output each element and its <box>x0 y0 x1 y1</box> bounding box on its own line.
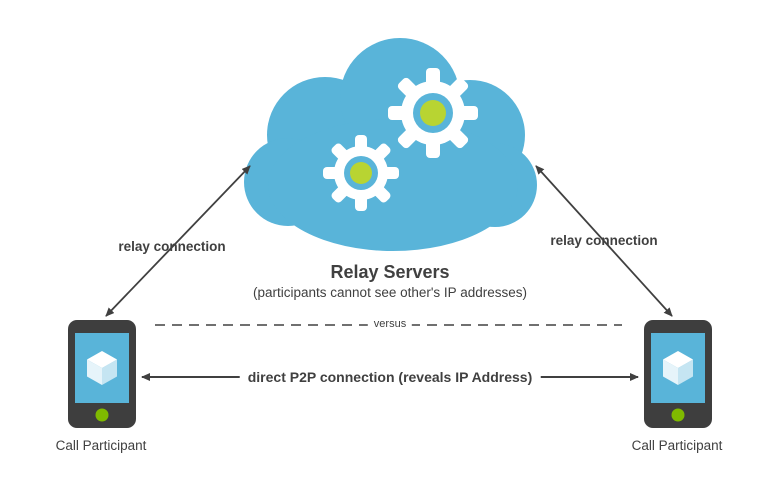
cube-icon <box>87 351 117 385</box>
relay-arrow-left <box>105 165 251 317</box>
relay-servers-subtitle: (participants cannot see other's IP addr… <box>253 285 527 300</box>
call-participant-label-right: Call Participant <box>631 438 723 453</box>
relay-arrow-right <box>535 165 673 317</box>
gear-icon <box>388 68 478 158</box>
relay-connection-label-right: relay connection <box>550 233 658 248</box>
p2p-connection-label: direct P2P connection (reveals IP Addres… <box>239 369 541 385</box>
home-button-icon <box>671 408 685 422</box>
call-participant-label-left: Call Participant <box>55 438 147 453</box>
cube-icon <box>663 351 693 385</box>
relay-connection-label-left: relay connection <box>118 239 226 254</box>
gear-icon <box>323 135 399 211</box>
phone-icon <box>68 320 136 428</box>
relay-servers-title: Relay Servers <box>330 262 450 282</box>
home-button-icon <box>95 408 109 422</box>
phone-icon <box>644 320 712 428</box>
relay-cloud-icon <box>244 38 537 251</box>
versus-label: versus <box>367 318 413 330</box>
